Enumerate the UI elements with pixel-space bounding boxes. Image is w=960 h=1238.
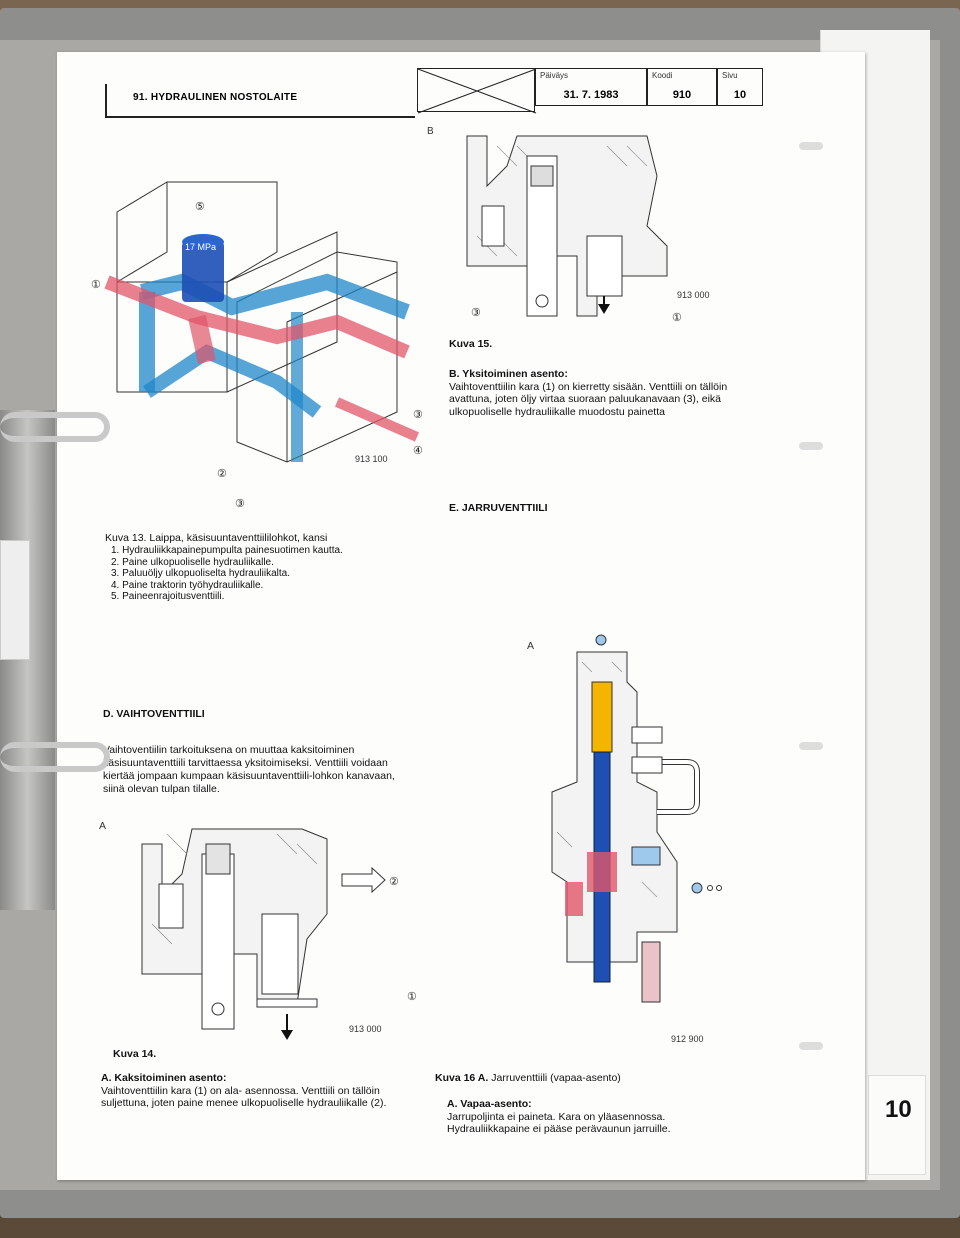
- page-cell: Sivu 10: [717, 68, 763, 106]
- figure-13-list: 1. Hydrauliikkapainepumpulta painesuotim…: [111, 545, 445, 603]
- figure-15-subheading: B. Yksitoiminen asento:: [449, 368, 568, 380]
- section-title: 91. HYDRAULINEN NOSTOLAITE: [133, 92, 298, 103]
- figure-14-code: 913 000: [349, 1024, 382, 1034]
- figure-13-code: 913 100: [355, 454, 388, 464]
- date-value: 31. 7. 1983: [563, 89, 619, 101]
- figure-15-caption: Kuva 15.: [449, 338, 493, 350]
- figure-14-illustration: ② ①: [141, 828, 417, 1040]
- figure-14-letter: A: [99, 820, 107, 832]
- callout-3a: ③: [235, 498, 245, 510]
- figure-16-text: Jarrupoljinta ei paineta. Kara on yläase…: [447, 1110, 671, 1136]
- figure-14-description: A. Kaksitoiminen asento: Vaihtoventtiili…: [101, 1072, 401, 1110]
- figure-14-text: Vaihtoventtiilin kara (1) on ala- asenno…: [101, 1084, 387, 1110]
- page-tab[interactable]: 10: [868, 1075, 926, 1175]
- callout-5: ⑤: [195, 201, 205, 213]
- figure-15-letter: B: [427, 126, 434, 137]
- figure-13-caption: Kuva 13. Laippa, käsisuuntaventtiililohk…: [105, 532, 328, 544]
- callout-2: ②: [217, 468, 227, 480]
- binder-clip: [0, 540, 30, 660]
- callout-1: ①: [91, 279, 101, 291]
- figure-13-caption-block: Kuva 13. Laippa, käsisuuntaventtiililohk…: [105, 532, 445, 603]
- date-cell: Päiväys 31. 7. 1983: [535, 68, 647, 106]
- binder-ring-bottom[interactable]: [0, 742, 110, 772]
- figure-14-subheading: A. Kaksitoiminen asento:: [101, 1072, 227, 1084]
- figure-15-callout-3: ③: [471, 307, 481, 319]
- figure-13-item: 1. Hydrauliikkapainepumpulta painesuotim…: [111, 545, 343, 556]
- figure-14-callout-1: ①: [407, 991, 417, 1003]
- figure-15-code: 913 000: [677, 290, 710, 300]
- figure-15-illustration: ③ ① 913 000: [466, 135, 710, 324]
- figure-16-code: 912 900: [671, 1034, 704, 1044]
- pressure-label: 17 MPa: [185, 242, 216, 252]
- figure-16-caption: Kuva 16 A. Jarruventtiili (vapaa-asento): [435, 1072, 755, 1085]
- figure-14-callout-2: ②: [389, 876, 399, 888]
- code-cell: Koodi 910: [647, 68, 717, 106]
- section-title-box: 91. HYDRAULINEN NOSTOLAITE: [105, 84, 415, 118]
- binder-spine: [0, 410, 55, 910]
- page-value: 10: [733, 89, 747, 101]
- figure-16-subheading: A. Vapaa-asento:: [447, 1098, 532, 1110]
- figure-16-description: A. Vapaa-asento: Jarrupoljinta ei painet…: [447, 1098, 747, 1136]
- figure-14-caption: Kuva 14.: [113, 1048, 157, 1060]
- figure-16-letter: A: [527, 640, 535, 652]
- cross-lines: [417, 68, 537, 114]
- binder-ring-top[interactable]: [0, 412, 110, 442]
- figure-13-illustration: 17 MPa ① ② ③ ③ ④ ⑤: [91, 181, 423, 510]
- figure-15-callout-1: ①: [672, 312, 682, 324]
- yellow-chamber: [591, 681, 613, 753]
- figure-13-item: 2. Paine ulkopuoliselle hydrauliikalle.: [111, 556, 274, 568]
- figure-16-caption-bold: Kuva 16 A.: [435, 1072, 489, 1084]
- callout-4: ④: [413, 445, 423, 457]
- figure-13-item: 3. Paluuöljy ulkopuoliselta hydrauliikal…: [111, 568, 290, 579]
- relief-valve: [182, 242, 224, 302]
- figure-15-description: B. Yksitoiminen asento: Vaihtoventtiilin…: [449, 368, 749, 418]
- figure-16-caption-rest: Jarruventtiili (vapaa-asento): [488, 1072, 621, 1084]
- date-label: Päiväys: [540, 71, 569, 80]
- header-cross-box: [417, 68, 537, 114]
- figure-16-illustration: [551, 634, 722, 1003]
- code-label: Koodi: [652, 71, 673, 80]
- section-d-heading: D. VAIHTOVENTTIILI: [103, 708, 205, 720]
- callout-3b: ③: [413, 409, 423, 421]
- section-d-text: Vaihtoventiilin tarkoituksena on muuttaa…: [103, 744, 395, 795]
- figure-13-item: 4. Paine traktorin työhydrauliikalle.: [111, 579, 264, 591]
- punch-hole: [799, 442, 823, 450]
- figure-15-text: Vaihtoventtiilin kara (1) on kierretty s…: [449, 380, 728, 418]
- punch-hole: [799, 1042, 823, 1050]
- tab-number: 10: [885, 1096, 912, 1123]
- manual-page: 91. HYDRAULINEN NOSTOLAITE Päiväys 31. 7…: [57, 52, 865, 1180]
- punch-hole: [799, 142, 823, 150]
- page-header: 91. HYDRAULINEN NOSTOLAITE Päiväys 31. 7…: [105, 68, 765, 118]
- page-label: Sivu: [722, 71, 738, 80]
- punch-hole: [799, 742, 823, 750]
- section-e-heading: E. JARRUVENTTIILI: [449, 502, 548, 514]
- code-value: 910: [672, 89, 692, 101]
- figure-13-item: 5. Paineenrajoitusventtiili.: [111, 591, 225, 602]
